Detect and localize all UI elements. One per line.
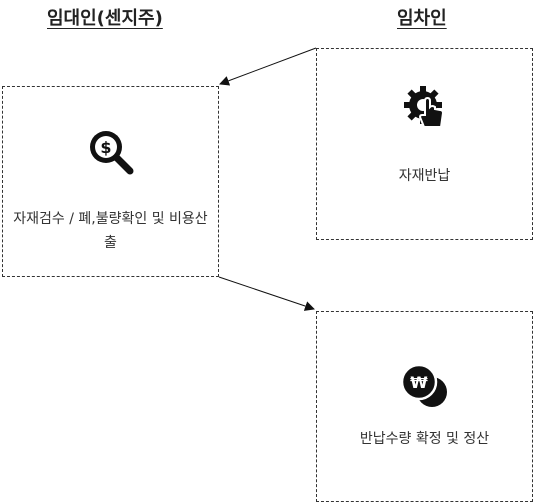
lessee-return-box: 자재반납 xyxy=(316,48,533,240)
settlement-box-label: 반납수량 확정 및 정산 xyxy=(359,431,490,447)
svg-text:₩: ₩ xyxy=(410,373,428,392)
won-coins-icon: ₩ xyxy=(399,362,451,416)
lessor-box-label: 자재검수 / 폐,불량확인 및 비용산출 xyxy=(13,211,208,251)
svg-text:$: $ xyxy=(100,138,111,157)
gear-touch-icon xyxy=(401,83,449,135)
search-dollar-icon: $ xyxy=(86,127,136,181)
lessor-header: 임대인(센지주) xyxy=(47,8,163,29)
lessor-inspection-box: $ 자재검수 / 폐,불량확인 및 비용산출 xyxy=(2,86,219,277)
lessee-box-label: 자재반납 xyxy=(398,168,451,184)
settlement-box: ₩ 반납수량 확정 및 정산 xyxy=(316,311,533,502)
arrow-lessee-to-lessor xyxy=(219,47,317,86)
arrow-lessor-to-settle xyxy=(218,276,315,311)
lessee-header: 임차인 xyxy=(397,8,447,29)
